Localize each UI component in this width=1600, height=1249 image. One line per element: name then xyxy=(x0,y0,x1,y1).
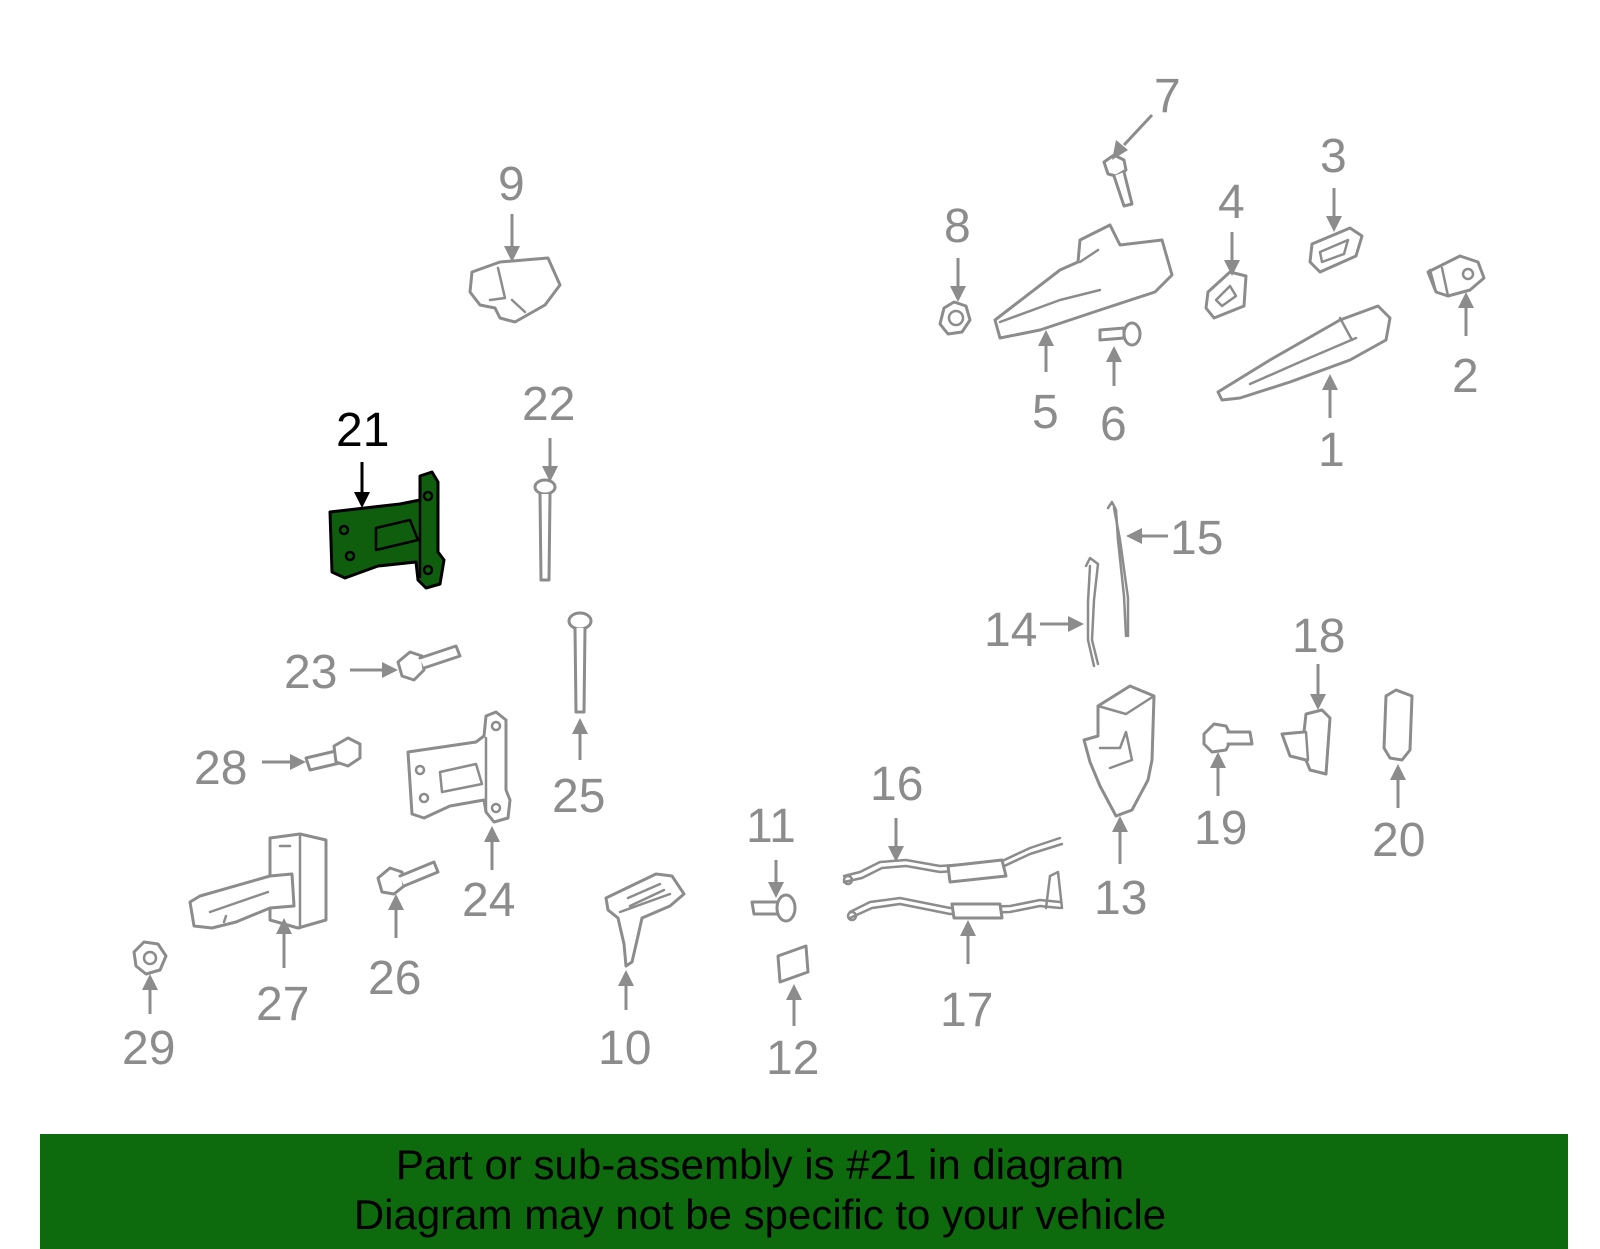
part-20[interactable]: 20 xyxy=(1372,688,1425,867)
part-14[interactable]: 14 xyxy=(984,556,1100,668)
part-1[interactable]: 1 xyxy=(1216,304,1392,477)
callout-14: 14 xyxy=(984,604,1037,657)
callout-12: 12 xyxy=(766,1032,819,1085)
part-27[interactable]: 27 xyxy=(188,832,328,1031)
part-3[interactable]: 3 xyxy=(1308,130,1364,274)
part-26[interactable]: 26 xyxy=(368,860,440,1005)
callout-27: 27 xyxy=(256,978,309,1031)
callout-3: 3 xyxy=(1320,130,1347,183)
part-5[interactable]: 5 xyxy=(993,223,1174,439)
callout-8: 8 xyxy=(944,200,971,253)
callout-21: 21 xyxy=(336,404,389,457)
part-12[interactable]: 12 xyxy=(766,944,819,1085)
callout-23: 23 xyxy=(284,646,337,699)
callout-11: 11 xyxy=(746,800,796,853)
callout-10: 10 xyxy=(598,1022,651,1075)
part-15[interactable]: 15 xyxy=(1106,500,1223,638)
callout-29: 29 xyxy=(122,1022,175,1075)
part-9[interactable]: 9 xyxy=(468,158,562,324)
part-8[interactable]: 8 xyxy=(938,200,972,336)
callout-16: 16 xyxy=(870,758,923,811)
callout-5: 5 xyxy=(1032,386,1059,439)
callout-25: 25 xyxy=(552,770,605,823)
callout-24: 24 xyxy=(462,874,515,927)
part-22[interactable]: 22 xyxy=(522,378,575,582)
part-17[interactable]: 17 xyxy=(846,870,1064,1037)
part-10[interactable]: 10 xyxy=(598,872,686,1075)
part-25[interactable]: 25 xyxy=(552,611,605,823)
callout-13: 13 xyxy=(1094,872,1147,925)
part-29[interactable]: 29 xyxy=(122,940,175,1075)
banner-disclaimer-text: Diagram may not be specific to your vehi… xyxy=(353,1191,1167,1238)
part-21[interactable]: 21 xyxy=(328,404,446,590)
callout-26: 26 xyxy=(368,952,421,1005)
part-28[interactable]: 28 xyxy=(194,736,362,795)
callout-6: 6 xyxy=(1100,398,1127,451)
part-13[interactable]: 13 xyxy=(1082,684,1156,925)
part-4[interactable]: 4 xyxy=(1204,176,1248,320)
callout-15: 15 xyxy=(1170,512,1223,565)
part-18[interactable]: 18 xyxy=(1280,610,1345,776)
callout-2: 2 xyxy=(1452,350,1479,403)
callout-17: 17 xyxy=(940,984,993,1037)
part-16[interactable]: 16 xyxy=(842,758,1064,886)
part-7[interactable]: 7 xyxy=(1102,70,1181,208)
banner-part-text: Part or sub-assembly is #21 in diagram xyxy=(395,1141,1125,1188)
part-11[interactable]: 11 xyxy=(746,800,797,923)
info-banner: Part or sub-assembly is #21 in diagram D… xyxy=(40,1134,1568,1249)
callout-22: 22 xyxy=(522,378,575,431)
callout-18: 18 xyxy=(1292,610,1345,663)
callout-1: 1 xyxy=(1318,424,1345,477)
part-2[interactable]: 2 xyxy=(1426,254,1486,403)
part-23[interactable]: 23 xyxy=(284,644,462,699)
callout-20: 20 xyxy=(1372,814,1425,867)
part-19[interactable]: 19 xyxy=(1194,722,1254,855)
callout-7: 7 xyxy=(1154,70,1181,123)
callout-19: 19 xyxy=(1194,802,1247,855)
callout-28: 28 xyxy=(194,742,247,795)
callout-9: 9 xyxy=(498,158,525,211)
callout-4: 4 xyxy=(1218,176,1245,229)
part-24[interactable]: 24 xyxy=(406,710,515,927)
part-6[interactable]: 6 xyxy=(1098,321,1142,451)
